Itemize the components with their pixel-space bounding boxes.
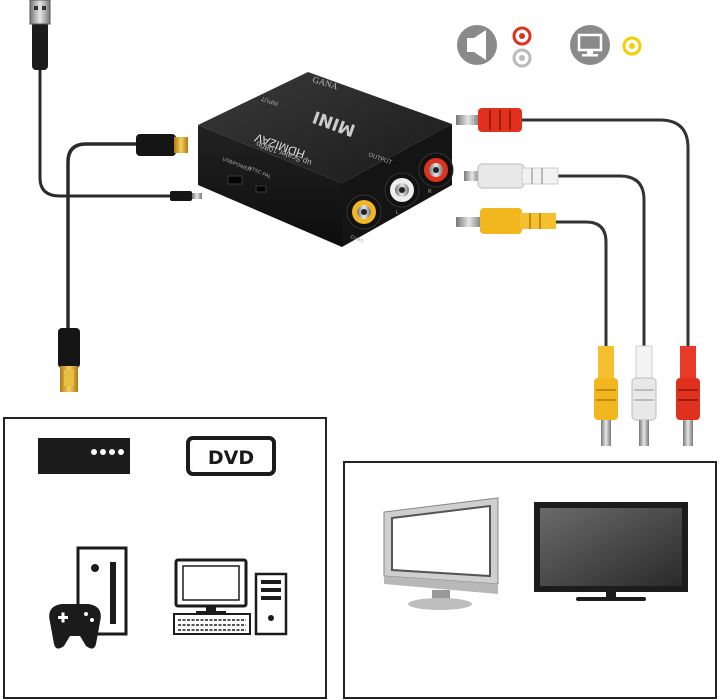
speaker-icon [457, 25, 497, 65]
jack-r [418, 152, 454, 188]
cables [38, 68, 690, 350]
device-ntsc-label: NTSC [247, 165, 262, 176]
rca-plug-red-horizontal [456, 108, 522, 132]
monitor-icon [570, 25, 610, 65]
white-rca-cable [554, 174, 646, 350]
rca-plug-yellow-horizontal [456, 208, 556, 234]
rca-plug-yellow-vertical [594, 346, 618, 446]
video-dot-icon [622, 36, 642, 56]
usb-mini-plug [170, 191, 202, 201]
red-rca-cable [518, 118, 690, 350]
gamepad-icon [49, 604, 101, 649]
usb-plug [29, 0, 51, 70]
hdmi2av-converter: GANA MINI HDMI2AV up Scaler 1080p INPUT … [198, 72, 454, 247]
usb-port [227, 175, 243, 185]
ntsc-pal-switch [255, 185, 267, 193]
device-input-label: INPUT [260, 94, 279, 106]
desktop-computer-icon [173, 558, 288, 636]
jack-l-label: L [396, 210, 399, 216]
jack-cvbs [346, 194, 382, 230]
usb-cable [38, 68, 174, 198]
crt-monitor-icon [383, 497, 499, 610]
flat-tv-icon [534, 502, 688, 601]
jack-l [384, 172, 420, 208]
set-top-box-icon [38, 438, 130, 474]
hdmi-plug-bottom [58, 328, 80, 392]
device-pal-label: PAL [261, 171, 272, 180]
yellow-rca-cable [552, 220, 608, 350]
jack-r-label: R [428, 189, 432, 195]
jack-cvbs-label: CVBS [349, 234, 364, 245]
hdmi-plug-top [136, 134, 188, 156]
rca-plug-white-vertical [631, 345, 657, 446]
hdmi-cable [66, 142, 140, 332]
audio-dots-icon [512, 26, 532, 68]
dvd-label: DVD [208, 447, 254, 469]
rca-plug-white-horizontal [464, 163, 559, 189]
rca-plug-red-vertical [676, 346, 700, 446]
dvd-player-icon: DVD [186, 436, 276, 476]
